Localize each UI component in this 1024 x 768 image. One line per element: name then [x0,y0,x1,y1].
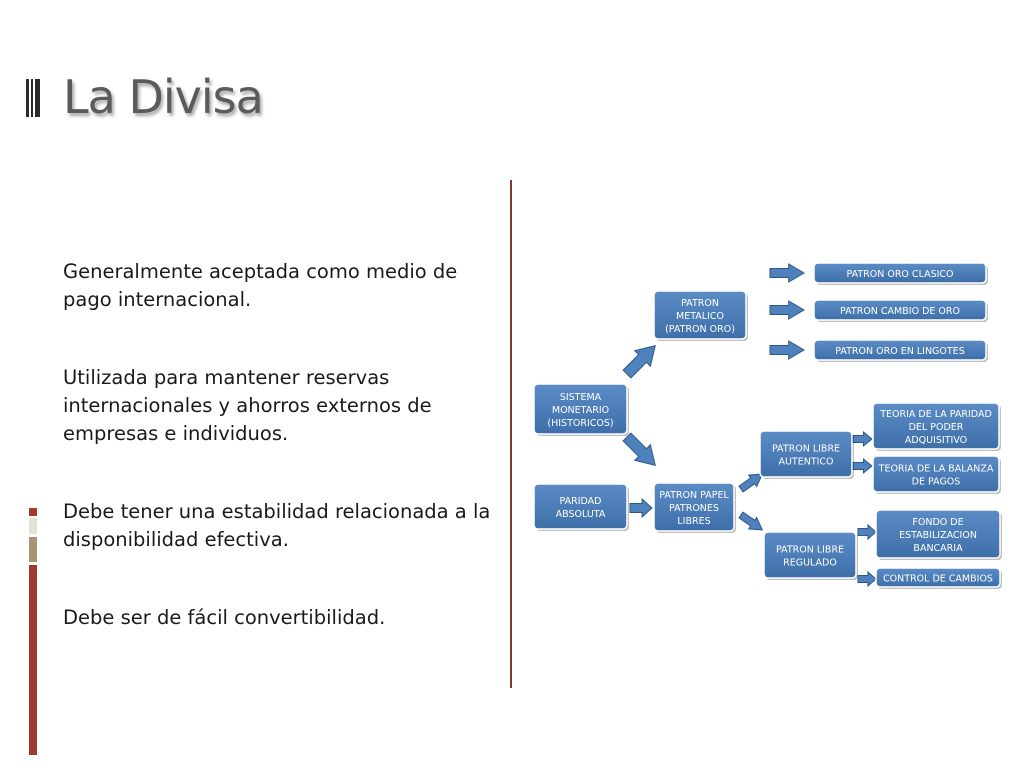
node-label: AUTENTICO [778,457,833,468]
flow-arrow [622,345,656,379]
node-label: TEORIA DE LA PARIDAD [879,409,992,420]
node-paridad: PARIDAD ABSOLUTA [533,483,629,531]
node-label: PATRON CAMBIO DE ORO [840,306,960,317]
node-label: PATRONES [669,503,719,514]
node-label: PATRON ORO EN LINGOTES [835,346,964,357]
node-label: METALICO [676,311,724,322]
node-label: REGULADO [783,558,837,569]
bullet-item: Generalmente aceptada como medio de pago… [63,260,458,311]
column-divider [510,180,512,688]
node-papel: PATRON PAPEL PATRONES LIBRES [653,482,736,533]
diagram-canvas: SISTEMA MONETARIO (HISTORICOS) PARIDAD ABSOL… [533,262,1002,589]
node-balanza-pagos: TEORIA DE LA BALANZA DE PAGOS [872,455,1001,494]
node-libre-regulado: PATRON LIBRE REGULADO [763,531,858,580]
node-sistema: SISTEMA MONETARIO (HISTORICOS) [533,383,629,436]
node-label: (PATRON ORO) [665,324,735,335]
node-lingotes: PATRON ORO EN LINGOTES [813,339,988,362]
node-label: TEORIA DE LA BALANZA [878,464,994,475]
node-label: MONETARIO [552,405,609,416]
title-accent-bars [26,79,40,117]
flow-arrow [769,300,805,320]
node-label: PATRON ORO CLASICO [846,269,953,280]
node-label: ADQUISITIVO [905,435,967,446]
node-label: PATRON LIBRE [776,545,844,556]
flow-arrow [852,430,873,448]
node-metalico: PATRON METALICO (PATRON ORO) [653,290,748,341]
flow-arrow [857,570,877,588]
flow-arrow [629,497,653,519]
flow-arrow [738,511,764,531]
node-label: LIBRES [677,516,710,527]
node-label: PATRON [681,298,719,309]
bullet-item: Debe ser de fácil convertibilidad. [63,606,386,629]
node-label: ESTABILIZACION [899,530,977,541]
node-label: DEL PODER [909,422,964,433]
node-label: CONTROL DE CAMBIOS [883,574,993,585]
slide-title: La Divisa [63,70,264,124]
bullet-item: Debe tener una estabilidad relacionada a… [63,500,491,551]
monetary-system-diagram: SISTEMA MONETARIO (HISTORICOS) PARIDAD ABSOL… [528,247,1004,596]
bullet-list: Generalmente aceptada como medio de pago… [63,258,503,682]
flow-arrow [738,473,764,493]
flow-arrow [769,340,805,360]
node-label: SISTEMA [560,392,602,403]
flow-arrow [857,523,877,541]
flow-arrow [852,457,873,475]
node-paridad-poder: TEORIA DE LA PARIDAD DEL PODER ADQUISITIVO [872,402,1001,451]
node-label: ABSOLUTA [556,509,606,520]
node-label: PATRON LIBRE [772,444,840,455]
flow-arrow [622,432,656,466]
node-control-cambios: CONTROL DE CAMBIOS [875,567,1002,589]
flow-arrow [769,263,805,283]
bullet-item: Utilizada para mantener reservas interna… [63,366,432,445]
node-label: PATRON PAPEL [659,490,729,501]
node-oro-clasico: PATRON ORO CLASICO [813,262,988,285]
node-cambio-oro: PATRON CAMBIO DE ORO [813,299,988,322]
node-label: BANCARIA [913,543,963,554]
node-label: PARIDAD [560,496,602,507]
node-label: DE PAGOS [912,477,961,488]
node-libre-autentico: PATRON LIBRE AUTENTICO [759,430,854,479]
node-label: (HISTORICOS) [547,418,613,429]
node-fondo-estabilizacion: FONDO DE ESTABILIZACION BANCARIA [875,509,1002,560]
node-label: FONDO DE [912,517,963,528]
